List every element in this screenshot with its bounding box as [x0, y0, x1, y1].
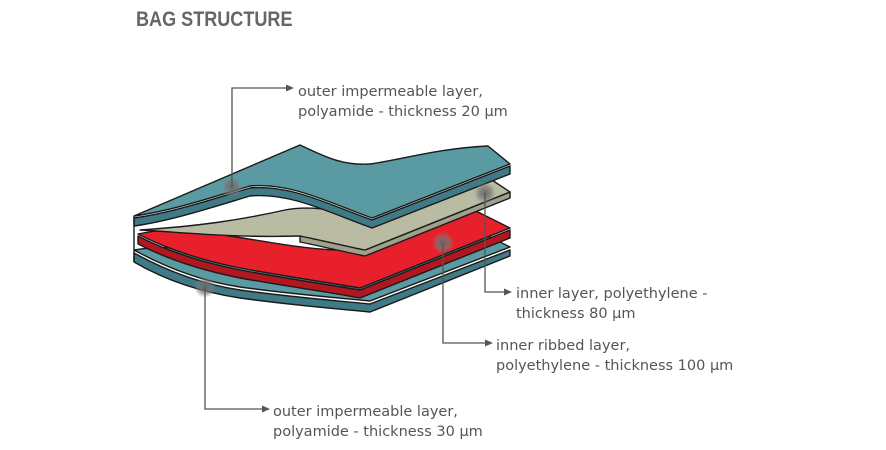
- arrowhead-red-layer: [485, 339, 493, 347]
- label-line: thickness 80 µm: [516, 306, 636, 322]
- label-line: inner ribbed layer,: [496, 338, 631, 354]
- top-layer-top: [133, 144, 511, 219]
- label-line: polyethylene - thickness 100 µm: [496, 358, 734, 374]
- arrowhead-gray-layer: [504, 288, 512, 296]
- label-outer-layer-30um: outer impermeable layer, polyamide - thi…: [273, 402, 483, 442]
- label-line: outer impermeable layer,: [273, 404, 458, 420]
- arrowhead-top-layer: [286, 84, 294, 92]
- diagram-title: BAG STRUCTURE: [136, 8, 293, 31]
- label-line: inner layer, polyethylene -: [516, 286, 708, 302]
- top-layer-side: [133, 165, 511, 229]
- leader-line-gray-layer: [484, 193, 506, 293]
- red-layer-side: [137, 229, 511, 299]
- arrowhead-bottom-layer: [262, 405, 270, 413]
- label-outer-layer-20um: outer impermeable layer, polyamide - thi…: [298, 82, 508, 122]
- label-line: polyamide - thickness 30 µm: [273, 424, 483, 440]
- leader-line-red-layer: [442, 243, 488, 344]
- label-ribbed-layer-100um: inner ribbed layer, polyethylene - thick…: [496, 336, 733, 376]
- top-outer-layer: [133, 144, 511, 229]
- leader-line-bottom-layer: [204, 287, 264, 410]
- label-line: outer impermeable layer,: [298, 84, 483, 100]
- leader-line-top-layer: [231, 87, 288, 187]
- label-inner-layer-80um: inner layer, polyethylene - thickness 80…: [516, 284, 707, 324]
- label-line: polyamide - thickness 20 µm: [298, 104, 508, 120]
